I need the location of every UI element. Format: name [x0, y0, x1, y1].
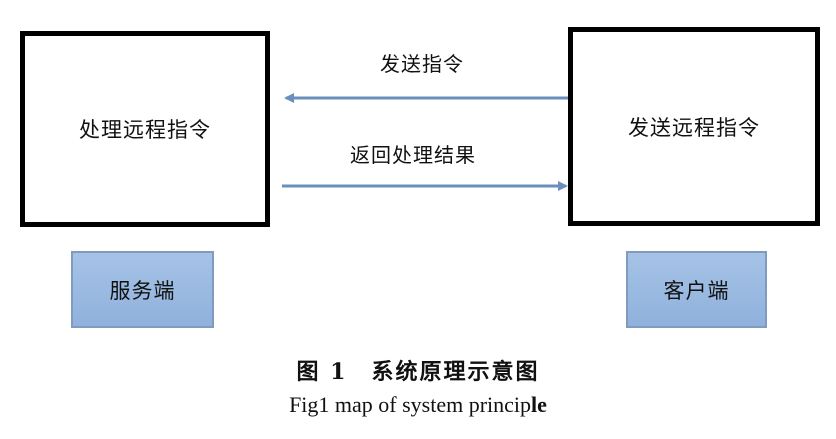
server-label-box: 服务端 [71, 251, 214, 328]
client-label-box: 客户端 [626, 251, 767, 328]
figure-title-english: Fig1 map of system princip [289, 392, 532, 417]
figure-caption-english: Fig1 map of system principle [0, 392, 836, 418]
server-process-text: 处理远程指令 [79, 118, 211, 142]
figure-title-english-bold-tail: le [531, 392, 547, 417]
client-send-box: 发送远程指令 [568, 27, 820, 226]
client-label-text: 客户端 [663, 278, 730, 303]
return-result-label: 返回处理结果 [350, 143, 476, 167]
server-process-box: 处理远程指令 [20, 31, 270, 227]
client-send-text: 发送远程指令 [628, 115, 760, 140]
figure-caption-chinese: 图 1 系统原理示意图 [0, 354, 836, 386]
figure-number: 图 1 [296, 359, 348, 385]
figure-title-chinese: 系统原理示意图 [371, 359, 540, 385]
server-label-text: 服务端 [109, 278, 176, 303]
send-command-label: 发送指令 [380, 52, 464, 76]
